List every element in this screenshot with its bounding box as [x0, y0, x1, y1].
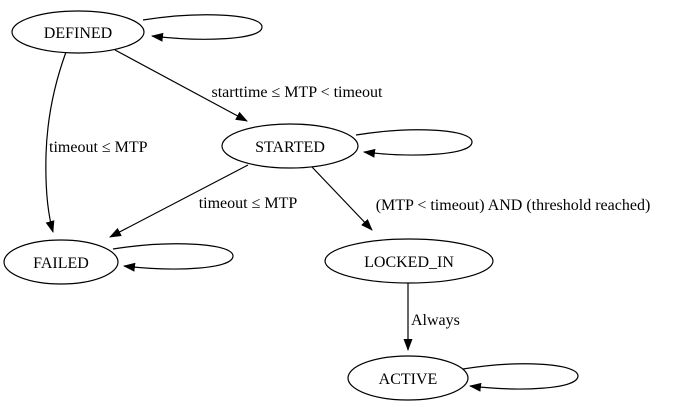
- edge-started-to-failed-label: timeout ≤ MTP: [199, 195, 298, 212]
- edge-defined-to-started-label: starttime ≤ MTP < timeout: [212, 84, 384, 101]
- node-started-ellipse: [221, 123, 359, 169]
- node-active-ellipse: [347, 355, 469, 401]
- edge-locked-in-to-active: Always: [403, 283, 460, 351]
- node-active-label: ACTIVE: [379, 371, 438, 388]
- node-defined-self-loop: [142, 14, 263, 42]
- node-failed: FAILED: [3, 239, 234, 285]
- node-started-label: STARTED: [255, 139, 325, 156]
- edge-defined-to-failed: timeout ≤ MTP: [45, 51, 148, 233]
- node-started-self-loop: [355, 129, 473, 158]
- edge-started-to-failed: timeout ≤ MTP: [109, 164, 298, 238]
- node-defined-ellipse: [11, 10, 145, 54]
- edge-defined-to-started-line: [114, 49, 248, 122]
- node-locked-in-ellipse: [324, 238, 494, 284]
- node-started: STARTED: [221, 123, 473, 169]
- node-locked-in: LOCKED_IN: [324, 238, 494, 284]
- node-failed-label: FAILED: [33, 255, 89, 272]
- edge-locked-in-to-active-label: Always: [411, 312, 460, 329]
- edge-started-to-failed-line: [109, 164, 249, 238]
- node-active: ACTIVE: [347, 355, 579, 401]
- node-active-self-loop: [462, 363, 579, 392]
- node-locked-in-label: LOCKED_IN: [364, 254, 454, 271]
- edge-defined-to-started: starttime ≤ MTP < timeout: [114, 49, 384, 122]
- node-defined-label: DEFINED: [44, 25, 112, 42]
- edge-started-to-locked-in: (MTP < timeout) AND (threshold reached): [311, 166, 651, 231]
- node-defined: DEFINED: [11, 10, 263, 54]
- node-failed-self-loop: [112, 243, 234, 272]
- edge-started-to-locked-in-line: [311, 166, 373, 231]
- edge-defined-to-failed-label: timeout ≤ MTP: [49, 139, 148, 156]
- node-failed-ellipse: [3, 239, 119, 285]
- edge-started-to-locked-in-label: (MTP < timeout) AND (threshold reached): [376, 197, 651, 214]
- edge-defined-to-failed-line: [45, 51, 67, 233]
